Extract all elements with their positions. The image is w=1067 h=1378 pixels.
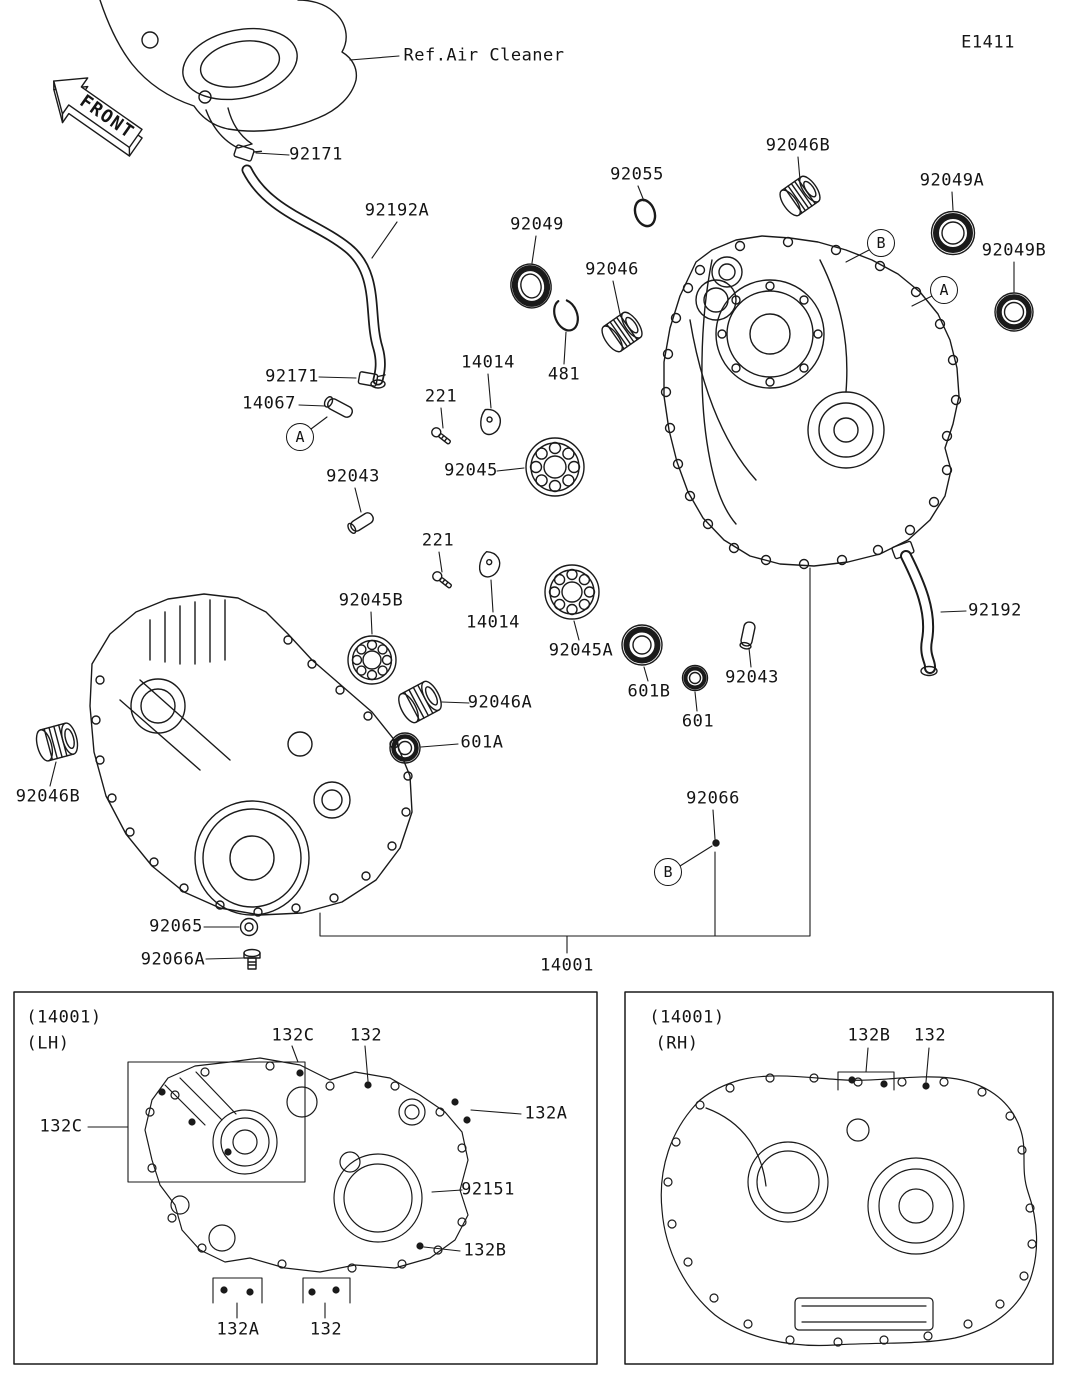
bearing-601b-art — [621, 624, 663, 666]
panel-rh-side: (RH) — [655, 1033, 699, 1054]
ref-circle-a-fitting: A — [286, 423, 314, 451]
callout-92055: 92055 — [610, 164, 664, 185]
callout-601b: 601B — [627, 681, 671, 702]
plate-14014-lower-art — [478, 550, 501, 578]
clamp-lower-art — [357, 371, 386, 387]
callout-92066a: 92066A — [140, 949, 206, 970]
lh-callout-132b: 132B — [463, 1240, 507, 1261]
callout-601: 601 — [681, 711, 715, 732]
lh-callout-132c-top: 132C — [271, 1025, 315, 1046]
ref-circle-b-lower: B — [654, 858, 682, 886]
callout-92049: 92049 — [510, 214, 564, 235]
fitting-14067-art — [323, 396, 353, 418]
front-arrow-shape — [53, 77, 143, 157]
snapring-481-art — [553, 298, 579, 332]
callout-14001: 14001 — [540, 955, 594, 976]
needle-92046b-upper-art — [779, 175, 821, 217]
panel-lh-art — [144, 1057, 471, 1296]
screw-221-upper-art — [431, 427, 451, 445]
panel-rh-part: (14001) — [649, 1007, 725, 1028]
callout-92043-left: 92043 — [326, 466, 380, 487]
bearing-601-art — [681, 664, 709, 692]
ref-circle-a-upper: A — [930, 276, 958, 304]
bracket-14001 — [319, 567, 811, 954]
needle-92046-art — [601, 311, 643, 353]
callout-221-upper: 221 — [424, 386, 458, 407]
callout-92045a: 92045A — [548, 640, 614, 661]
callout-92049a: 92049A — [919, 170, 985, 191]
callout-92065: 92065 — [149, 916, 203, 937]
right-crankcase-art — [660, 235, 962, 570]
panel-lh-side: (LH) — [26, 1033, 70, 1054]
lh-callout-132c-left: 132C — [39, 1116, 83, 1137]
callout-92171-upper: 92171 — [289, 144, 343, 165]
screw-92066-art — [712, 839, 720, 847]
air-cleaner-art — [99, 0, 358, 149]
callout-92046a: 92046A — [467, 692, 533, 713]
bolt-92066a-art — [243, 948, 261, 970]
ball-bearing-92045b-art — [347, 635, 397, 685]
callout-92043-right: 92043 — [725, 667, 779, 688]
callout-14014-upper: 14014 — [461, 352, 515, 373]
seal-92049a-art — [930, 210, 976, 256]
callout-92046b-upper: 92046B — [765, 135, 831, 156]
lh-callout-132-bottom: 132 — [309, 1319, 343, 1340]
rh-callout-132b: 132B — [847, 1025, 891, 1046]
ball-bearing-92045a-art — [544, 564, 600, 620]
dowel-92043-right-art — [739, 621, 756, 650]
callout-221-lower: 221 — [421, 530, 455, 551]
needle-92046a-art — [398, 680, 442, 724]
callout-481: 481 — [547, 364, 581, 385]
left-crankcase-art — [89, 593, 413, 917]
dowel-92043-left-art — [347, 512, 374, 534]
panel-rh-art — [660, 1073, 1038, 1347]
plate-14014-upper-art — [480, 408, 501, 436]
callout-92046: 92046 — [585, 259, 639, 280]
ball-bearing-92045-art — [525, 437, 585, 497]
lh-callout-132a-bottom: 132A — [216, 1319, 260, 1340]
seal-92049b-art — [994, 292, 1034, 332]
callout-92049b: 92049B — [981, 240, 1047, 261]
panel-lh-leaders — [87, 1045, 522, 1319]
callout-92066: 92066 — [686, 788, 740, 809]
panel-rh-leaders — [837, 1047, 930, 1091]
callout-92192a: 92192A — [364, 200, 430, 221]
seal-92049-art — [510, 263, 552, 309]
callout-14067: 14067 — [242, 393, 296, 414]
lh-callout-132-top: 132 — [349, 1025, 383, 1046]
callout-92046b-left: 92046B — [15, 786, 81, 807]
screw-221-lower-art — [432, 571, 452, 589]
callout-14014-lower: 14014 — [466, 612, 520, 633]
callout-601a: 601A — [460, 732, 504, 753]
clamp-upper-art — [233, 144, 263, 162]
callout-92045b: 92045B — [338, 590, 404, 611]
callout-92045: 92045 — [444, 460, 498, 481]
oring-92055-art — [633, 198, 657, 228]
rh-callout-132: 132 — [913, 1025, 947, 1046]
panel-lh-part: (14001) — [26, 1007, 102, 1028]
ref-air-cleaner-note: Ref.Air Cleaner — [403, 45, 565, 66]
bearing-601a-art — [389, 732, 421, 764]
leader-lines — [49, 55, 1015, 960]
washer-92065-art — [239, 917, 259, 937]
lh-callout-92151: 92151 — [461, 1179, 515, 1200]
lh-callout-132a-right: 132A — [524, 1103, 568, 1124]
ref-circle-b-upper: B — [867, 229, 895, 257]
needle-92046b-left-art — [35, 722, 79, 762]
callout-92192: 92192 — [968, 600, 1022, 621]
panel-frames — [13, 991, 1054, 1365]
page-code: E1411 — [961, 32, 1015, 53]
callout-92171-lower: 92171 — [265, 366, 319, 387]
